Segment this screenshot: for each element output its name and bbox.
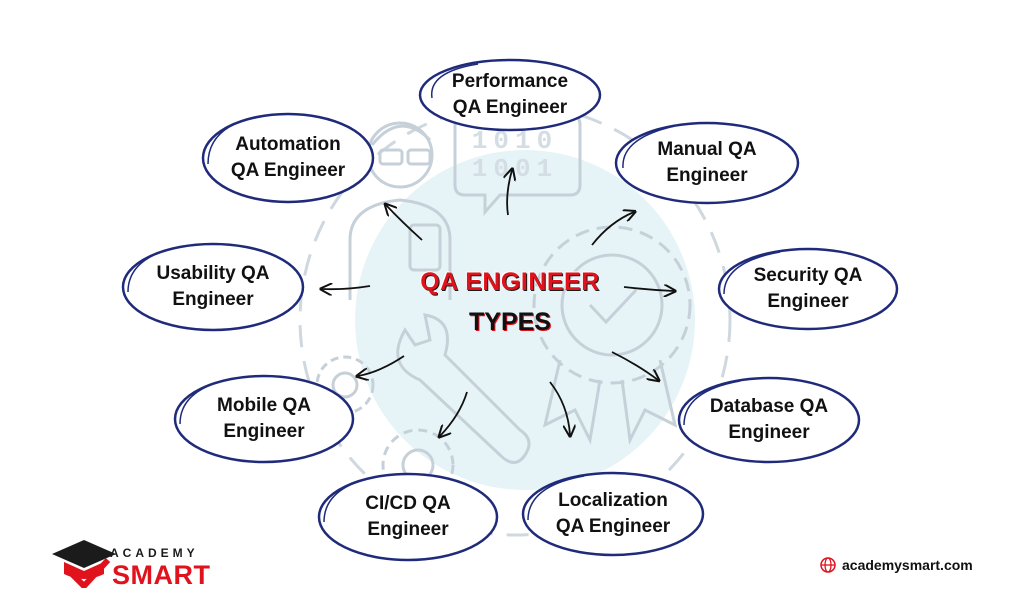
node-mobile: Mobile QA Engineer [172,372,356,466]
node-automation: Automation QA Engineer [200,110,376,206]
ellipse-outline [418,58,602,132]
logo-academy-text: ACADEMY [110,546,199,560]
node-label: Manual QA Engineer [657,139,757,186]
node-security: Security QA Engineer [716,246,900,332]
arrow-cicd [440,391,468,436]
center-title-line1: QA ENGINEER [420,268,600,296]
ellipse-outline [173,374,355,464]
academy-smart-logo: ACADEMY SMART [50,538,215,590]
node-label: Automation QA Engineer [230,134,346,181]
node-label: Localization QA Engineer [555,490,671,537]
graduation-cap-icon [52,540,116,588]
website-footer: academysmart.com [820,555,973,575]
node-usability: Usability QA Engineer [120,240,306,334]
ellipse-outline [614,121,800,205]
arrow-database [611,351,658,380]
node-cicd: CI/CD QA Engineer [316,470,500,564]
arrow-security [623,287,674,291]
arrow-automation [386,205,423,241]
node-localization: Localization QA Engineer [520,470,706,558]
gear-check-illustration [532,225,692,446]
node-label: CI/CD QA Engineer [365,493,451,540]
ellipse-outline [121,242,305,332]
node-label: Database QA Engineer [709,396,829,443]
arrow-usability [322,286,371,289]
center-title-line2: TYPES [469,308,551,336]
binary-bottom: 1001 [472,154,558,184]
node-label: Mobile QA Engineer [217,395,311,442]
arrow-manual [591,212,634,246]
wrench-illustration [396,313,531,464]
globe-icon [820,557,836,573]
website-url[interactable]: academysmart.com [842,557,973,573]
arrow-performance [507,170,512,216]
node-label: Security QA Engineer [753,265,863,312]
node-label: Performance QA Engineer [451,71,569,118]
ellipse-outline [201,112,375,204]
node-database: Database QA Engineer [676,375,862,465]
ellipse-outline [677,376,861,464]
arrow-mobile [358,355,405,376]
node-manual: Manual QA Engineer [613,120,801,206]
node-performance: Performance QA Engineer [418,58,602,132]
node-label: Usability QA Engineer [156,263,270,310]
logo-smart-text: SMART [112,560,211,590]
ellipse-outline [317,472,499,562]
arrow-localization [549,381,570,435]
connector-arrows [322,170,674,436]
engineer-illustration [348,121,452,300]
center-title: QA ENGINEER TYPES [360,262,660,342]
ellipse-outline [521,471,705,557]
ellipse-outline [717,247,899,331]
